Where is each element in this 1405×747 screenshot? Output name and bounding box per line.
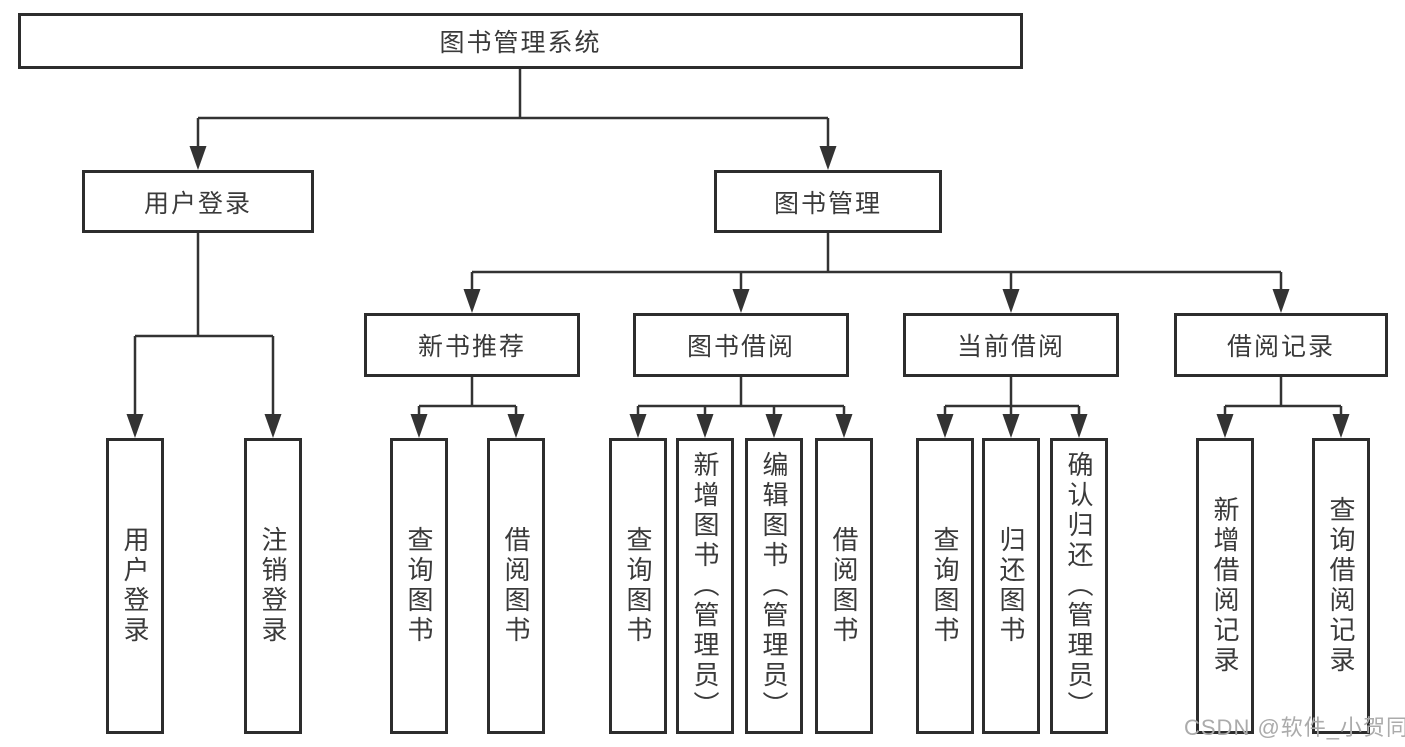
leaf-query-books-recommendation: 查询图书 (390, 438, 448, 734)
arrowhead-icons (126, 146, 1350, 438)
node-label: 注销登录 (258, 526, 288, 646)
watermark: CSDN @软件_小贺同学 (1184, 715, 1405, 740)
leaf-return-books: 归还图书 (982, 438, 1040, 734)
leaf-add-borrow-record: 新增借阅记录 (1196, 438, 1254, 734)
node-book-management: 图书管理 (714, 170, 942, 233)
leaf-query-borrow-record: 查询借阅记录 (1312, 438, 1370, 734)
node-library-management-system: 图书管理系统 (18, 13, 1023, 69)
node-label: 图书借阅 (686, 333, 795, 361)
leaf-edit-book-admin: 编辑图书（管理员） (745, 438, 803, 734)
node-label: 查询图书 (930, 526, 960, 646)
node-label: 归还图书 (996, 526, 1026, 646)
node-user-login: 用户登录 (82, 170, 314, 233)
node-label: 借阅记录 (1226, 333, 1335, 361)
node-label: 用户登录 (120, 526, 150, 646)
leaf-borrow-books-recommendation: 借阅图书 (487, 438, 545, 734)
node-label: 查询图书 (404, 526, 434, 646)
leaf-borrow-books: 借阅图书 (815, 438, 873, 734)
node-label: 用户登录 (143, 189, 252, 218)
node-borrowing-records: 借阅记录 (1174, 313, 1388, 377)
leaf-logout: 注销登录 (244, 438, 302, 734)
leaf-user-login: 用户登录 (106, 438, 164, 734)
node-new-book-recommendation: 新书推荐 (364, 313, 580, 377)
node-label: 图书管理系统 (439, 29, 602, 57)
node-label: 查询借阅记录 (1326, 496, 1356, 676)
node-label: 查询图书 (623, 526, 653, 646)
leaf-query-books-borrowing: 查询图书 (609, 438, 667, 734)
node-label: 借阅图书 (501, 526, 531, 646)
leaf-query-books-current: 查询图书 (916, 438, 974, 734)
node-label: 确认归还（管理员） (1064, 451, 1094, 721)
node-current-borrowing: 当前借阅 (903, 313, 1119, 377)
node-label: 编辑图书（管理员） (759, 451, 789, 721)
node-book-borrowing: 图书借阅 (633, 313, 849, 377)
leaf-confirm-return-admin: 确认归还（管理员） (1050, 438, 1108, 734)
connector-lines (133, 69, 1343, 418)
node-label: 新增借阅记录 (1210, 496, 1240, 676)
leaf-add-book-admin: 新增图书（管理员） (676, 438, 734, 734)
node-label: 借阅图书 (829, 526, 859, 646)
node-label: 图书管理 (773, 189, 882, 218)
node-label: 新书推荐 (417, 333, 526, 361)
node-label: 当前借阅 (956, 333, 1065, 361)
node-label: 新增图书（管理员） (690, 451, 720, 721)
